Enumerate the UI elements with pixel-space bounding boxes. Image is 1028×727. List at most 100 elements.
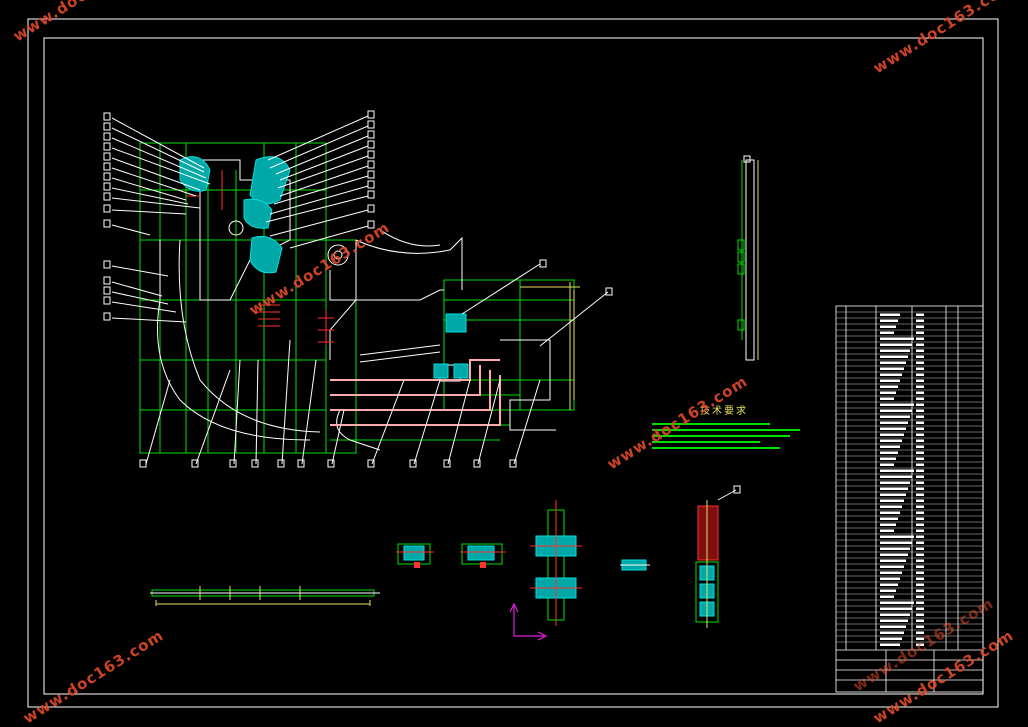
parts-list-entry-mark [880,583,898,586]
parts-list-entry-mark [916,535,924,538]
parts-list-entry-mark [880,595,894,598]
parts-list-entry-mark [916,439,924,442]
parts-list-entry-mark [916,601,924,604]
parts-list-entry-mark [880,355,908,358]
parts-list-entry-mark [880,511,900,514]
parts-list-entry-mark [880,325,896,328]
parts-list-entry-mark [880,619,908,622]
parts-list-entry-mark [916,565,924,568]
parts-list-entry-mark [916,637,924,640]
parts-list-entry-mark [916,385,924,388]
parts-list-entry-mark [916,331,924,334]
parts-list-entry-mark [916,493,924,496]
parts-list-entry-mark [880,439,902,442]
section-detail-c [530,500,582,626]
parts-list-entry-mark [916,643,924,646]
parts-list-entry-mark [916,469,924,472]
parts-list-entry-mark [880,361,906,364]
parts-list-entry-mark [880,529,894,532]
parts-list-entry-mark [880,613,910,616]
parts-list-entry-mark [880,367,904,370]
parts-list-entry-mark [916,613,924,616]
parts-list-entry-mark [880,601,914,604]
parts-list-entry-mark [880,403,914,406]
parts-list-entry-mark [916,427,924,430]
parts-list-entry-mark [880,319,898,322]
parts-list-entry-mark [916,445,924,448]
parts-list-entry-mark [916,487,924,490]
parts-list-entry-mark [916,595,924,598]
parts-list-entry-mark [916,373,924,376]
parts-list-entry-mark [880,391,896,394]
tech-requirements-title: 技术要求 [700,406,748,417]
parts-list-entry-mark [880,373,902,376]
parts-list-entry-mark [916,631,924,634]
parts-list-entry-mark [880,643,900,646]
parts-list-entry-mark [880,571,902,574]
parts-list-entry-mark [880,451,898,454]
parts-list-entry-mark [916,475,924,478]
cylinder-detail-view [695,485,741,628]
parts-list-entry-mark [916,541,924,544]
parts-list-entry-mark [880,553,908,556]
parts-list-entry-mark [916,451,924,454]
parts-list-entry-mark [880,487,908,490]
parts-list-entry-mark [916,499,924,502]
section-detail-b [460,543,506,568]
parts-list-entry-mark [880,505,902,508]
parts-list-entry-mark [916,355,924,358]
parts-list-entry-mark [916,397,924,400]
vertical-side-view [737,155,759,361]
parts-list-entry-mark [916,367,924,370]
parts-list-entry-mark [916,349,924,352]
parts-list-entry-mark [916,547,924,550]
parts-list-entry-mark [916,625,924,628]
parts-list-entry-mark [916,481,924,484]
section-detail-d [620,559,650,571]
parts-list-entry-mark [880,475,912,478]
parts-list-entry-mark [880,331,894,334]
parts-list-entry-mark [916,463,924,466]
parts-list-title-block [835,305,984,693]
parts-list-entry-mark [880,349,910,352]
parts-list-entry-mark [916,313,924,316]
parts-list-entry-mark [880,457,896,460]
parts-list-entry-mark [916,577,924,580]
parts-list-entry-mark [880,541,912,544]
parts-list-rows [836,311,983,646]
parts-list-entry-mark [880,559,906,562]
parts-list-entry-mark [916,619,924,622]
parts-list-entry-mark [916,517,924,520]
parts-list-entry-mark [880,535,914,538]
parts-list-entry-mark [880,409,912,412]
parts-list-entry-mark [880,481,910,484]
parts-list-entry-mark [880,379,900,382]
parts-list-entry-mark [880,337,914,340]
parts-list-entry-mark [880,589,896,592]
parts-list-entry-mark [880,421,908,424]
parts-list-entry-mark [880,433,904,436]
parts-list-entry-mark [880,517,898,520]
parts-list-entry-mark [916,523,924,526]
section-detail-a [396,543,434,568]
parts-list-entry-mark [880,463,894,466]
parts-list-entry-mark [916,325,924,328]
parts-list-entry-mark [880,565,904,568]
parts-list-entry-mark [916,415,924,418]
main-assembly-view [103,110,613,468]
parts-list-entry-mark [916,607,924,610]
parts-list-entry-mark [880,469,914,472]
parts-list-entry-mark [916,343,924,346]
parts-list-entry-mark [916,571,924,574]
parts-list-entry-mark [880,607,912,610]
parts-list-entry-mark [916,409,924,412]
parts-list-entry-mark [916,391,924,394]
parts-list-entry-mark [880,313,900,316]
parts-list-entry-mark [880,343,912,346]
parts-list-entry-mark [880,427,906,430]
parts-list-entry-mark [916,319,924,322]
parts-list-entry-mark [880,493,906,496]
parts-list-entry-mark [880,397,894,400]
ucs-axis-icon [509,602,548,641]
